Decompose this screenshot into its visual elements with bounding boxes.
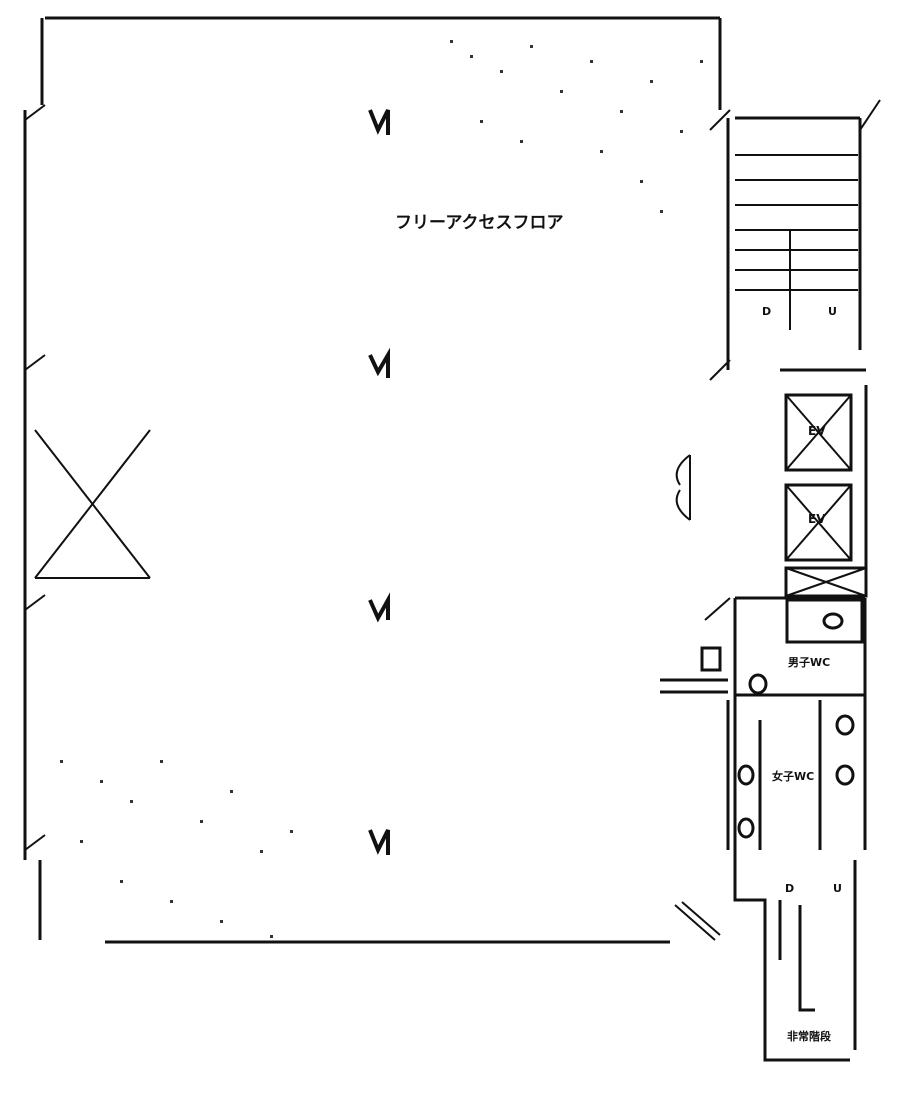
elevator-label-2: EV — [808, 512, 826, 526]
emergency-stairs-label: 非常階段 — [787, 1030, 831, 1043]
void-area — [34, 429, 151, 579]
stair-label-u2: U — [833, 882, 842, 895]
stair-label-u1: U — [828, 305, 837, 318]
wall-right-upper — [718, 18, 730, 370]
main-area-label: フリーアクセスフロア — [395, 213, 564, 233]
desk-cluster-bottom — [60, 760, 293, 938]
wall-left — [23, 18, 44, 940]
mens-toilet-label: 男子WC — [788, 656, 831, 669]
elevator-label-1: EV — [808, 424, 826, 438]
womens-toilet-label: 女子WC — [772, 770, 815, 783]
elevator-1 — [784, 393, 853, 472]
stair-label-d2: D — [785, 882, 795, 895]
desk-cluster-top — [450, 40, 703, 213]
elevator-2 — [784, 483, 853, 562]
stair-label-d1: D — [762, 305, 772, 318]
